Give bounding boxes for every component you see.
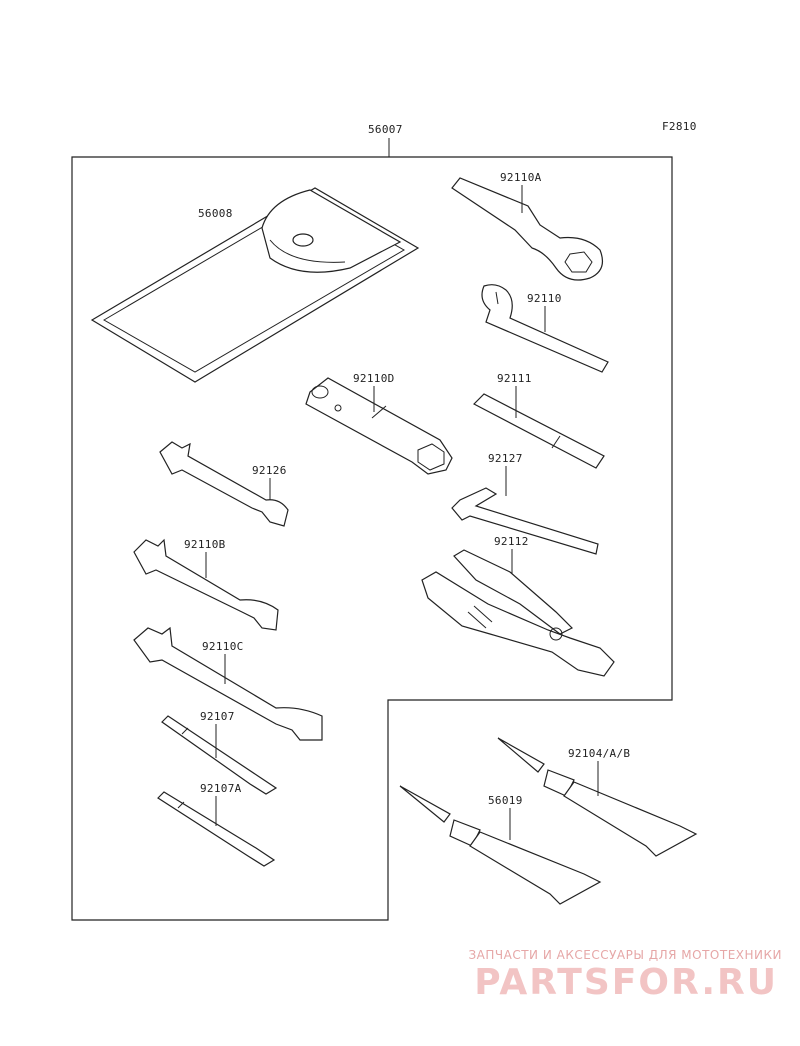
label-92112: 92112 [494, 535, 529, 548]
grease-tube-56019[interactable] [399, 785, 602, 905]
label-92104: 92104/A/B [568, 747, 630, 760]
screwdriver-92107A[interactable] [157, 791, 276, 867]
label-92107A: 92107A [200, 782, 242, 795]
pliers-92112[interactable] [421, 549, 615, 677]
extension-bar-92111[interactable] [472, 393, 605, 469]
open-wrench-92126[interactable] [159, 441, 289, 527]
label-92110D: 92110D [353, 372, 395, 385]
label-92127: 92127 [488, 452, 523, 465]
grease-tube-92104[interactable] [497, 737, 698, 857]
open-wrench-92110C[interactable] [133, 626, 323, 741]
kit-boundary [71, 156, 673, 921]
label-92126: 92126 [252, 464, 287, 477]
tool-bag-56008[interactable] [90, 187, 420, 383]
label-92110B: 92110B [184, 538, 226, 551]
screwdriver-92107[interactable] [161, 715, 278, 795]
open-wrench-92110B[interactable] [133, 538, 279, 631]
label-92107: 92107 [200, 710, 235, 723]
label-92110: 92110 [527, 292, 562, 305]
ring-wrench-92110A[interactable] [451, 177, 603, 281]
watermark-caption: ЗАПЧАСТИ И АКСЕССУАРЫ ДЛЯ МОТОТЕХНИКИ [468, 948, 782, 962]
kit-label: 56007 [368, 123, 403, 136]
pin-spanner-92110[interactable] [481, 284, 609, 373]
hex-key-92127[interactable] [451, 487, 599, 555]
figure-code: F2810 [662, 120, 697, 133]
label-92110C: 92110C [202, 640, 244, 653]
watermark-logo: PARTSFOR.RU [474, 962, 778, 1003]
label-56019: 56019 [488, 794, 523, 807]
label-92111: 92111 [497, 372, 532, 385]
box-wrench-92110D[interactable] [305, 377, 453, 475]
label-92110A: 92110A [500, 171, 542, 184]
label-56008: 56008 [198, 207, 233, 220]
